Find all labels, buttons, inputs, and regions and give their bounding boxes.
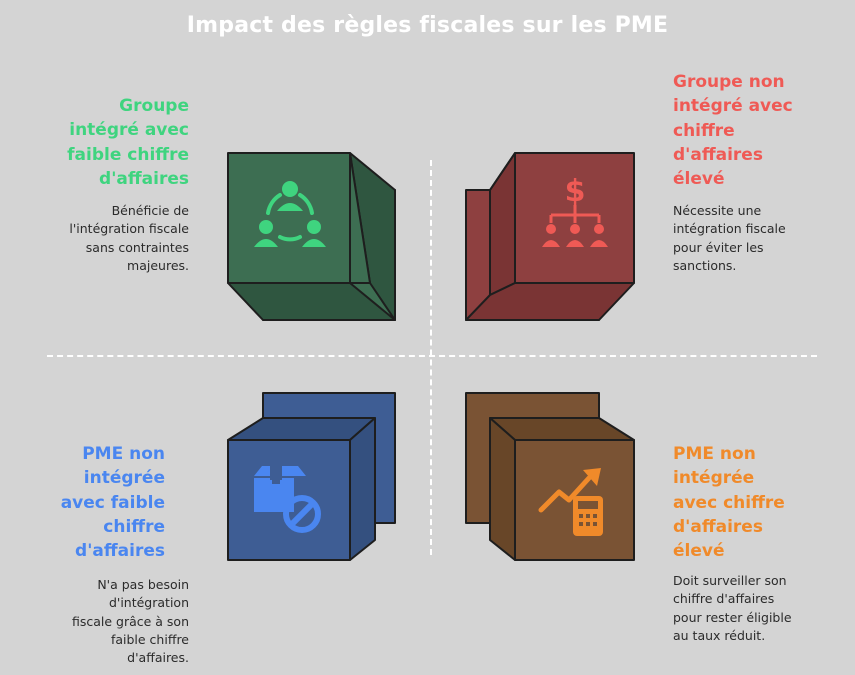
heading-bottom-left: PME non intégrée avec faible chiffre d'a… (60, 444, 165, 562)
heading-top-left: Groupe intégré avec faible chiffre d'aff… (67, 96, 189, 189)
dollar-hierarchy-icon: $ (542, 174, 608, 247)
horizontal-divider (47, 355, 817, 357)
description-top-left: Bénéficie de l'intégration fiscale sans … (69, 203, 189, 273)
page-title: Impact des règles fiscales sur les PME (186, 13, 669, 38)
top-right-cube (465, 152, 635, 321)
description-bottom-right: Doit surveiller son chiffre d'affaires p… (673, 573, 792, 643)
description-bottom-left: N'a pas besoin d'intégration fiscale grâ… (71, 577, 189, 666)
heading-top-right: Groupe non intégré avec chiffre d'affair… (673, 72, 793, 190)
vertical-divider (430, 160, 432, 555)
group-people-icon (254, 181, 326, 247)
heading-bottom-right: PME non intégrée avec chiffre d'affaires… (673, 444, 785, 562)
svg-text:$: $ (565, 174, 586, 209)
top-left-cube (227, 152, 396, 321)
description-top-right: Nécessite une intégration fiscale pour é… (673, 203, 786, 273)
bottom-right-cube (465, 392, 635, 561)
box-blocked-icon (254, 466, 321, 533)
trend-calculator-icon (538, 468, 603, 536)
